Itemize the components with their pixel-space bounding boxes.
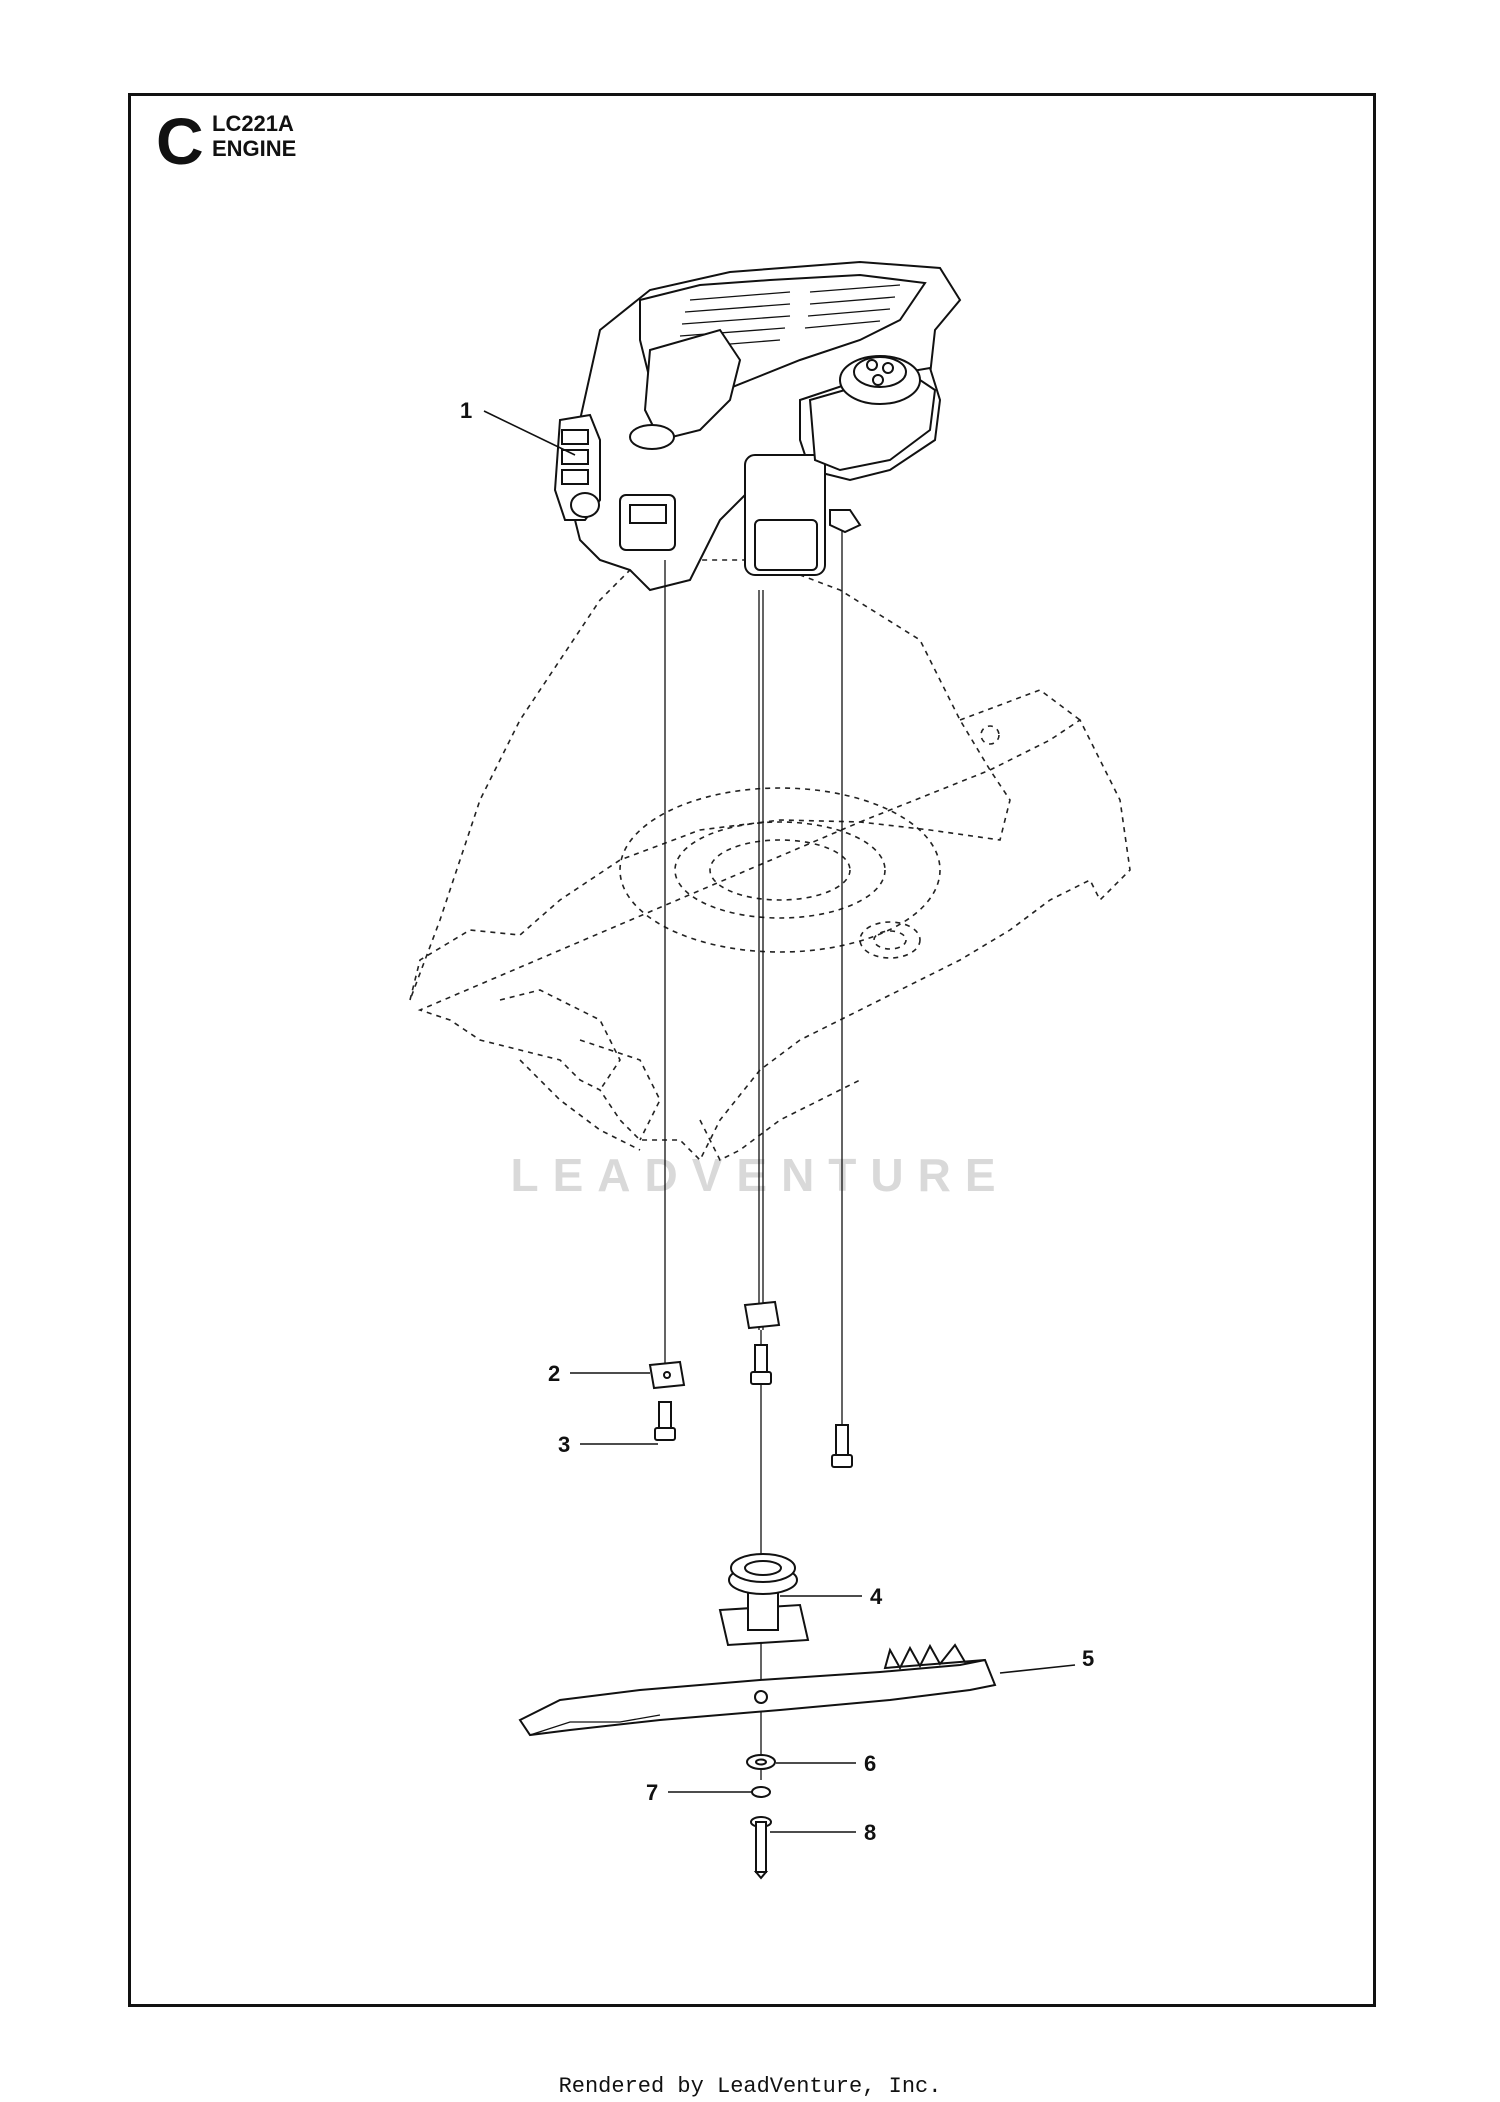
callout-numbers: 1 2 3 4 5 6 7 8: [460, 398, 1094, 1845]
callout-6: 6: [864, 1751, 876, 1776]
part-5-blade: [518, 1643, 997, 1737]
callout-5: 5: [1082, 1646, 1094, 1671]
part-8-bolt: [750, 1816, 772, 1880]
footer-credit: Rendered by LeadVenture, Inc.: [558, 2074, 942, 2099]
callout-1: 1: [460, 398, 472, 423]
part-6-washer: [746, 1754, 776, 1770]
part-3-bolt-right: [831, 1424, 853, 1468]
watermark: LEADVENTURE: [510, 1149, 1010, 1201]
part-7-lock-washer: [751, 1786, 771, 1798]
part-2-washer-center: [743, 1300, 781, 1330]
callout-7: 7: [646, 1780, 658, 1805]
diagram-code: LC221A: [212, 111, 294, 136]
leader-lines: [483, 410, 1076, 1833]
callout-2: 2: [548, 1361, 560, 1386]
part-3-bolt-center: [750, 1344, 772, 1385]
diagram-frame: [128, 93, 1376, 2007]
part-2-washer: [648, 1360, 686, 1390]
diagram-title: ENGINE: [212, 136, 297, 161]
part-4-blade-adapter: [718, 1553, 810, 1647]
part-3-bolt: [654, 1401, 676, 1441]
callout-4: 4: [870, 1584, 883, 1609]
engine-illustration: [553, 260, 962, 592]
callout-8: 8: [864, 1820, 876, 1845]
mower-deck-outline: [409, 559, 1131, 1162]
section-letter: C: [156, 104, 204, 178]
callout-3: 3: [558, 1432, 570, 1457]
